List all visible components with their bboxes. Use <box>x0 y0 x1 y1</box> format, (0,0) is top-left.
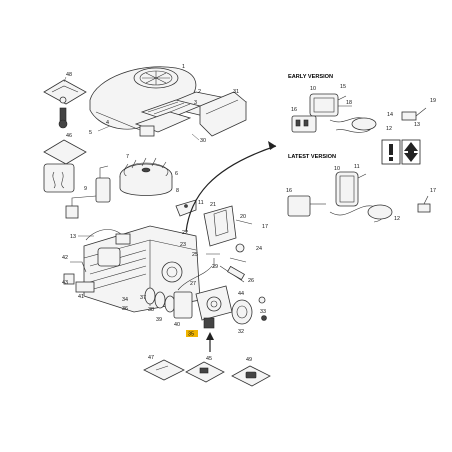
callout-49: 49 <box>246 357 252 363</box>
early-connector <box>401 107 427 121</box>
callout-12-early: 12 <box>386 126 392 132</box>
callout-17-engine: 17 <box>262 224 268 230</box>
callout-16-early: 16 <box>291 107 297 113</box>
warning-symbols <box>381 139 421 165</box>
air-intake-adapter <box>231 296 267 325</box>
callout-10-latest: 10 <box>334 166 340 172</box>
latest-harness <box>329 204 393 223</box>
callout-16-latest: 16 <box>286 188 292 194</box>
latest-version-heading: LATEST VERSION <box>288 154 336 160</box>
shroud-bracket <box>175 199 197 217</box>
latest-connector <box>417 195 431 213</box>
early-regulator <box>291 115 317 133</box>
air-filter-cover <box>160 91 248 137</box>
latest-rectifier <box>335 171 367 207</box>
callout-40: 40 <box>174 322 180 328</box>
callout-44: 44 <box>238 291 244 297</box>
callout-6: 6 <box>175 171 178 177</box>
callout-36: 36 <box>122 306 128 312</box>
callout-19: 19 <box>430 98 436 104</box>
callout-32: 32 <box>238 329 244 335</box>
early-version-heading: EARLY VERSION <box>288 74 333 80</box>
hardware-packet-47 <box>143 359 185 381</box>
callout-18: 18 <box>346 100 352 106</box>
blower-housing <box>89 66 197 131</box>
callout-11-latest: 11 <box>354 164 360 170</box>
callout-17-latest: 17 <box>430 188 436 194</box>
callout-10-early: 10 <box>310 86 316 92</box>
callout-13-engine: 13 <box>70 234 76 240</box>
fuel-line <box>177 265 245 291</box>
callout-30: 30 <box>200 138 206 144</box>
callout-38: 38 <box>148 307 154 313</box>
early-rectifier <box>309 93 352 117</box>
callout-8: 8 <box>176 188 179 194</box>
callout-12-latest: 12 <box>394 216 400 222</box>
callout-48: 48 <box>66 72 72 78</box>
callout-11-center: 11 <box>198 200 204 206</box>
callout-20: 20 <box>240 214 246 220</box>
callout-21: 21 <box>210 202 216 208</box>
hardware-packet-48 <box>43 79 87 129</box>
callout-27: 27 <box>190 281 196 287</box>
callout-26: 26 <box>248 278 254 284</box>
callout-34: 34 <box>122 297 128 303</box>
callout-43: 43 <box>62 280 68 286</box>
callout-42: 42 <box>62 255 68 261</box>
reference-arrow <box>185 145 277 233</box>
callout-3: 3 <box>194 100 197 106</box>
callout-4: 4 <box>106 120 109 126</box>
callout-22: 22 <box>182 230 188 236</box>
intake-gasket-stack <box>144 287 193 319</box>
callout-7: 7 <box>126 154 129 160</box>
callout-33: 33 <box>260 309 266 315</box>
callout-25: 25 <box>192 252 198 258</box>
callout-46: 46 <box>66 133 72 139</box>
callout-14: 14 <box>387 112 393 118</box>
callout-9: 9 <box>84 186 87 192</box>
highlight-35 <box>186 330 198 337</box>
carburetor <box>195 285 233 329</box>
callout-35: 35 <box>188 332 194 338</box>
latest-regulator <box>287 195 326 217</box>
callout-2: 2 <box>198 89 201 95</box>
callout-1: 1 <box>182 64 185 70</box>
callout-31: 31 <box>233 89 239 95</box>
callout-41: 41 <box>78 294 84 300</box>
callout-13-early: 13 <box>414 122 420 128</box>
coil-wiring <box>85 229 131 245</box>
ignition-coil <box>65 165 111 219</box>
callout-47: 47 <box>148 355 154 361</box>
hardware-packet-46 <box>43 139 87 193</box>
up-arrow <box>206 332 214 352</box>
callout-37: 37 <box>140 295 146 301</box>
callout-23: 23 <box>180 242 186 248</box>
early-harness <box>329 117 377 133</box>
callout-5: 5 <box>89 130 92 136</box>
hardware-packet-49 <box>231 365 271 387</box>
callout-39: 39 <box>156 317 162 323</box>
air-filter-base <box>134 111 192 137</box>
callout-45: 45 <box>206 356 212 362</box>
flywheel <box>119 157 173 196</box>
callout-29: 29 <box>212 264 218 270</box>
callout-24: 24 <box>256 246 262 252</box>
hardware-packet-center <box>185 361 225 383</box>
spark-plug-parts <box>63 261 95 293</box>
callout-15: 15 <box>340 84 346 90</box>
governor-bracket <box>203 205 253 268</box>
